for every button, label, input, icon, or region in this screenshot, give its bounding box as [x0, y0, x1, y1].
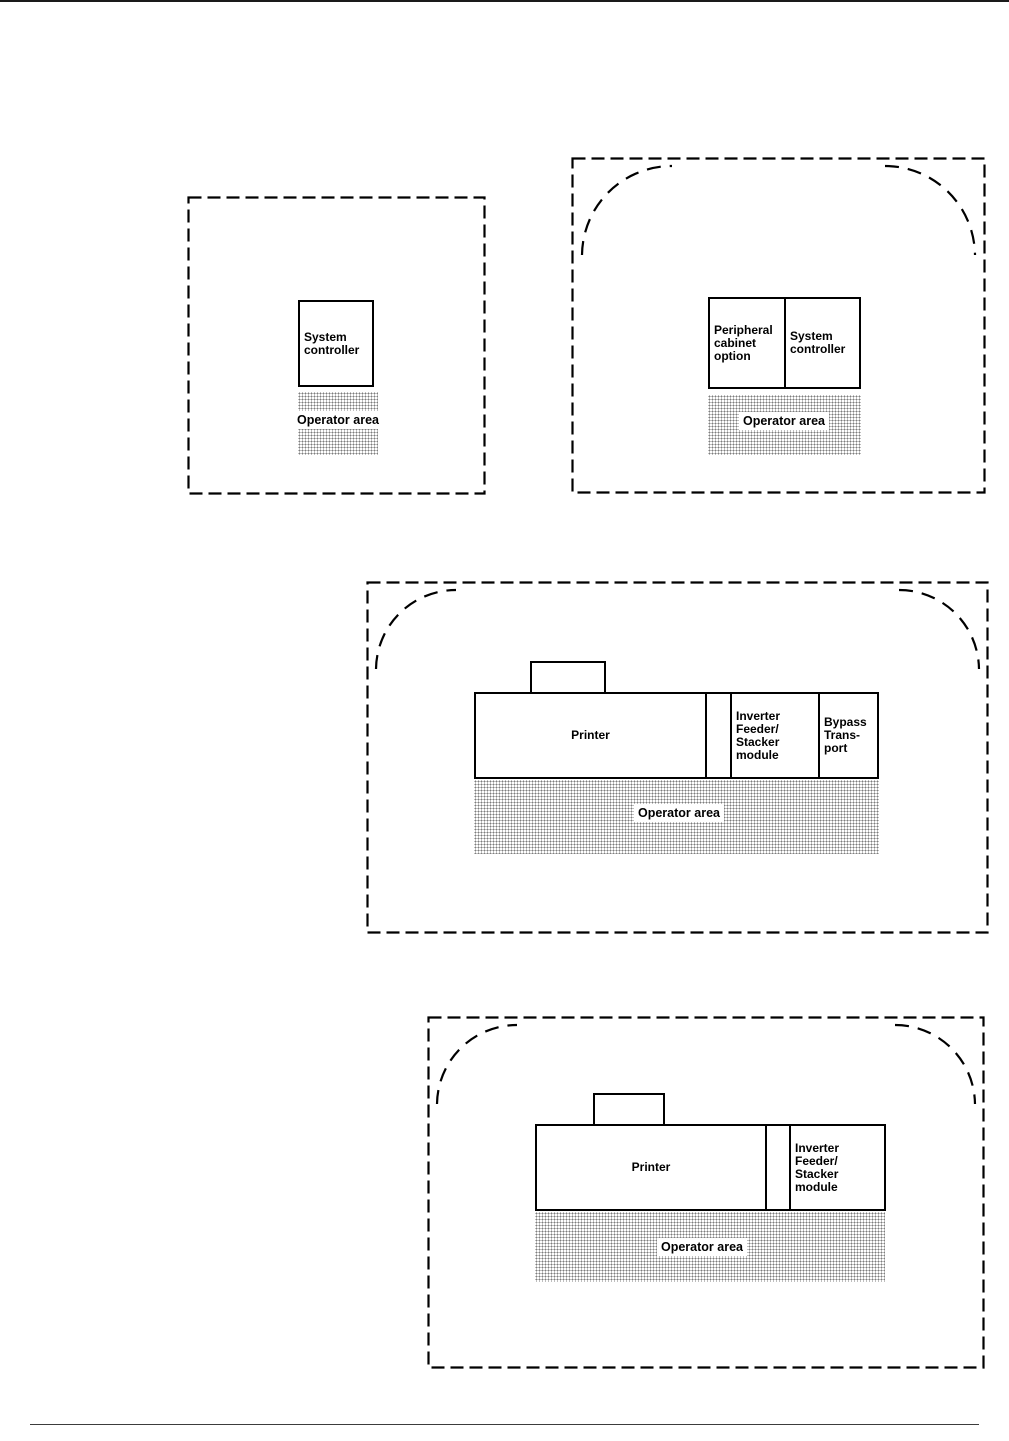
corner-arc-right [884, 164, 977, 256]
operator-area-label: Operator area [739, 412, 829, 430]
floorplan-printer-inverter: Printer Inverter Feeder/ Stacker module … [427, 1016, 985, 1369]
system-controller-box: System controller [784, 297, 861, 389]
operator-area-label: Operator area [293, 411, 383, 429]
floorplan-peripheral-system-controller: Peripheral cabinet option System control… [571, 157, 986, 494]
printer-top-module [530, 661, 606, 695]
footer-rule [30, 1424, 979, 1425]
system-controller-label: System controller [304, 329, 360, 357]
system-controller-label: System controller [790, 329, 846, 356]
peripheral-cabinet-box: Peripheral cabinet option [708, 297, 786, 389]
corner-arc-left [374, 588, 457, 670]
page-top-edge [0, 0, 1009, 2]
printer-top-module [593, 1093, 665, 1127]
printer-box: Printer [535, 1124, 767, 1211]
inverter-feeder-stacker-label: Inverter Feeder/ Stacker module [736, 708, 781, 762]
peripheral-cabinet-label: Peripheral cabinet option [714, 322, 773, 363]
connector-box [705, 692, 732, 779]
operator-area-label: Operator area [657, 1238, 747, 1256]
corner-arc-right [894, 1023, 977, 1105]
inverter-feeder-stacker-box: Inverter Feeder/ Stacker module [730, 692, 820, 779]
printer-box: Printer [474, 692, 707, 779]
operator-area-label: Operator area [634, 804, 724, 822]
bypass-transport-label: Bypass Trans- port [824, 715, 867, 755]
corner-arc-left [580, 164, 673, 256]
corner-arc-right [898, 588, 981, 670]
inverter-feeder-stacker-label: Inverter Feeder/ Stacker module [795, 1140, 840, 1194]
floorplan-printer-bypass: Printer Inverter Feeder/ Stacker module … [366, 581, 989, 934]
corner-arc-left [435, 1023, 518, 1105]
floorplan-system-controller: System controller Operator area [187, 196, 486, 495]
inverter-feeder-stacker-box: Inverter Feeder/ Stacker module [789, 1124, 886, 1211]
printer-label: Printer [631, 1160, 671, 1174]
bypass-transport-box: Bypass Trans- port [818, 692, 879, 779]
printer-label: Printer [571, 728, 610, 742]
connector-box [765, 1124, 791, 1211]
system-controller-box: System controller [298, 300, 374, 387]
